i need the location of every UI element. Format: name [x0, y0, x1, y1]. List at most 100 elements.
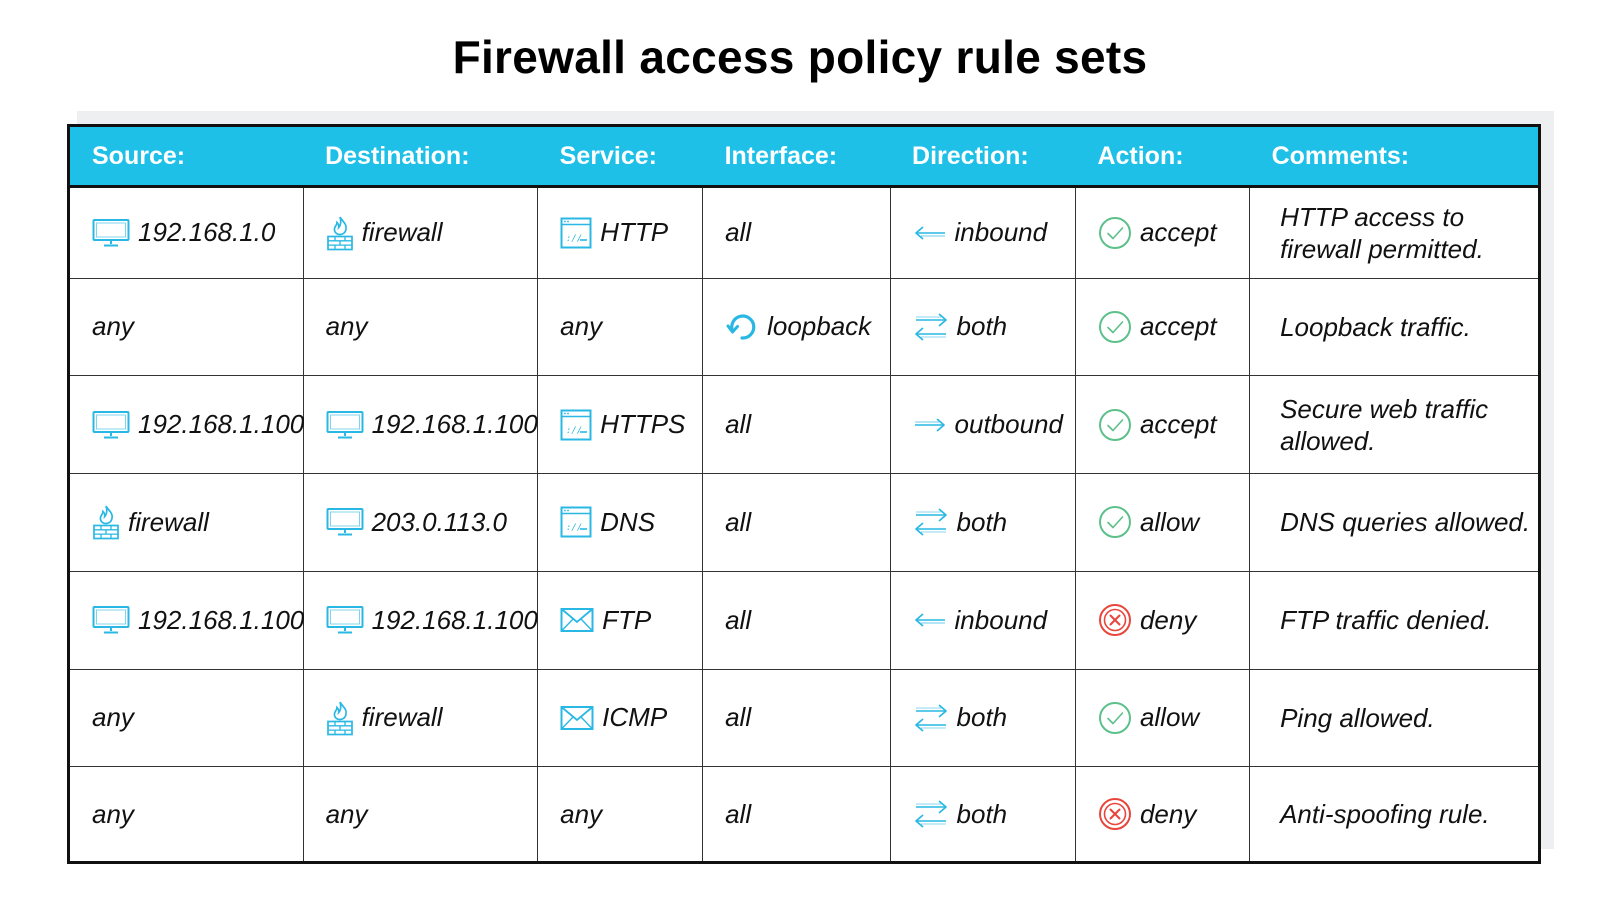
direction-text: both — [956, 311, 1008, 342]
action-text: allow — [1139, 702, 1200, 733]
interface-text: all — [725, 409, 752, 440]
header-direction: Direction: — [890, 125, 1076, 188]
destination-text: any — [325, 798, 368, 829]
service-text: FTP — [602, 604, 652, 635]
source-text: any — [92, 311, 134, 342]
action-text: deny — [1139, 798, 1197, 829]
source-cell: firewall — [68, 473, 304, 572]
table-row: 192.168.1.0 firewall ://HTTP all inbound acce… — [68, 186, 1540, 279]
interface-cell: all — [702, 375, 891, 475]
action-text: accept — [1139, 311, 1217, 342]
direction-cell: inbound — [889, 570, 1076, 670]
svg-text:://: :// — [566, 234, 582, 244]
both-arrows-icon — [913, 506, 949, 538]
destination-text: 192.168.1.100 — [371, 409, 538, 440]
destination-cell: 192.168.1.100 — [302, 375, 539, 475]
service-cell: any — [537, 277, 704, 377]
interface-text: all — [725, 604, 752, 635]
monitor-icon — [92, 218, 130, 248]
interface-text: all — [725, 506, 752, 537]
accept-check-icon — [1098, 408, 1132, 442]
interface-text: all — [725, 702, 752, 733]
outbound-arrow-icon — [913, 415, 947, 435]
source-cell: any — [68, 277, 304, 377]
service-text: any — [560, 798, 603, 829]
header-interface: Interface: — [702, 125, 891, 188]
inbound-arrow-icon — [913, 223, 947, 243]
web-window-icon: :// — [560, 409, 592, 441]
rules-table: Source: Destination: Service: Interface:… — [67, 124, 1541, 864]
service-cell: FTP — [537, 570, 704, 670]
destination-cell: 192.168.1.100 — [302, 570, 539, 670]
source-text: 192.168.1.100 — [138, 409, 305, 440]
action-text: accept — [1139, 217, 1217, 248]
source-text: 192.168.1.100 — [138, 604, 305, 635]
destination-text: firewall — [361, 217, 443, 248]
source-cell: any — [68, 668, 304, 768]
destination-text: 192.168.1.100 — [371, 604, 538, 635]
action-cell: allow — [1074, 473, 1251, 572]
both-arrows-icon — [913, 311, 949, 343]
web-window-icon: :// — [560, 217, 592, 249]
service-cell: any — [537, 766, 704, 863]
interface-cell: all — [702, 186, 891, 279]
service-text: HTTPS — [600, 409, 686, 440]
monitor-icon — [326, 507, 364, 537]
svg-text:://: :// — [566, 426, 582, 436]
direction-text: inbound — [954, 217, 1048, 248]
source-text: any — [92, 798, 134, 829]
interface-cell: all — [702, 766, 891, 863]
source-cell: any — [68, 766, 304, 863]
direction-text: both — [956, 702, 1008, 733]
comment-cell: Secure web traffic allowed. — [1249, 375, 1540, 475]
comment-cell: DNS queries allowed. — [1249, 473, 1540, 572]
service-cell: ICMP — [537, 668, 704, 768]
monitor-icon — [326, 605, 364, 635]
envelope-icon — [560, 607, 594, 633]
firewall-icon — [326, 700, 354, 736]
accept-check-icon — [1098, 310, 1132, 344]
deny-x-icon — [1098, 603, 1132, 637]
direction-text: both — [956, 506, 1008, 537]
header-service: Service: — [537, 125, 703, 188]
direction-cell: both — [889, 277, 1076, 377]
both-arrows-icon — [913, 798, 949, 830]
table-header-row: Source: Destination: Service: Interface:… — [68, 125, 1540, 188]
interface-cell: loopback — [702, 277, 891, 377]
deny-x-icon — [1098, 797, 1132, 831]
comment-cell: HTTP access to firewall permitted. — [1249, 186, 1540, 279]
envelope-icon — [560, 705, 594, 731]
destination-cell: firewall — [302, 668, 539, 768]
comment-cell: Loopback traffic. — [1249, 277, 1540, 377]
monitor-icon — [326, 410, 364, 440]
source-text: 192.168.1.0 — [138, 217, 276, 248]
action-cell: allow — [1074, 668, 1251, 768]
service-cell: :// HTTPS — [537, 375, 704, 475]
comment-cell: FTP traffic denied. — [1249, 570, 1540, 670]
comment-cell: Ping allowed. — [1249, 668, 1540, 768]
accept-check-icon — [1098, 505, 1132, 539]
firewall-icon — [92, 504, 120, 540]
action-cell: accept — [1074, 277, 1251, 377]
monitor-icon — [92, 410, 130, 440]
interface-text: all — [725, 217, 752, 248]
accept-check-icon — [1098, 216, 1132, 250]
header-action: Action: — [1075, 125, 1250, 188]
direction-cell: both — [889, 668, 1076, 768]
firewall-icon — [326, 215, 354, 251]
destination-text: 203.0.113.0 — [371, 506, 507, 537]
action-text: allow — [1139, 506, 1200, 537]
table-body: 192.168.1.0 firewall ://HTTP all inbound acce… — [68, 186, 1540, 863]
interface-cell: all — [702, 668, 891, 768]
page-title: Firewall access policy rule sets — [452, 31, 1148, 83]
direction-cell: both — [889, 766, 1076, 863]
destination-cell: firewall — [302, 186, 539, 279]
service-cell: ://HTTP — [537, 186, 704, 279]
interface-cell: all — [702, 473, 891, 572]
inbound-arrow-icon — [913, 610, 947, 630]
service-cell: ://DNS — [537, 473, 704, 572]
